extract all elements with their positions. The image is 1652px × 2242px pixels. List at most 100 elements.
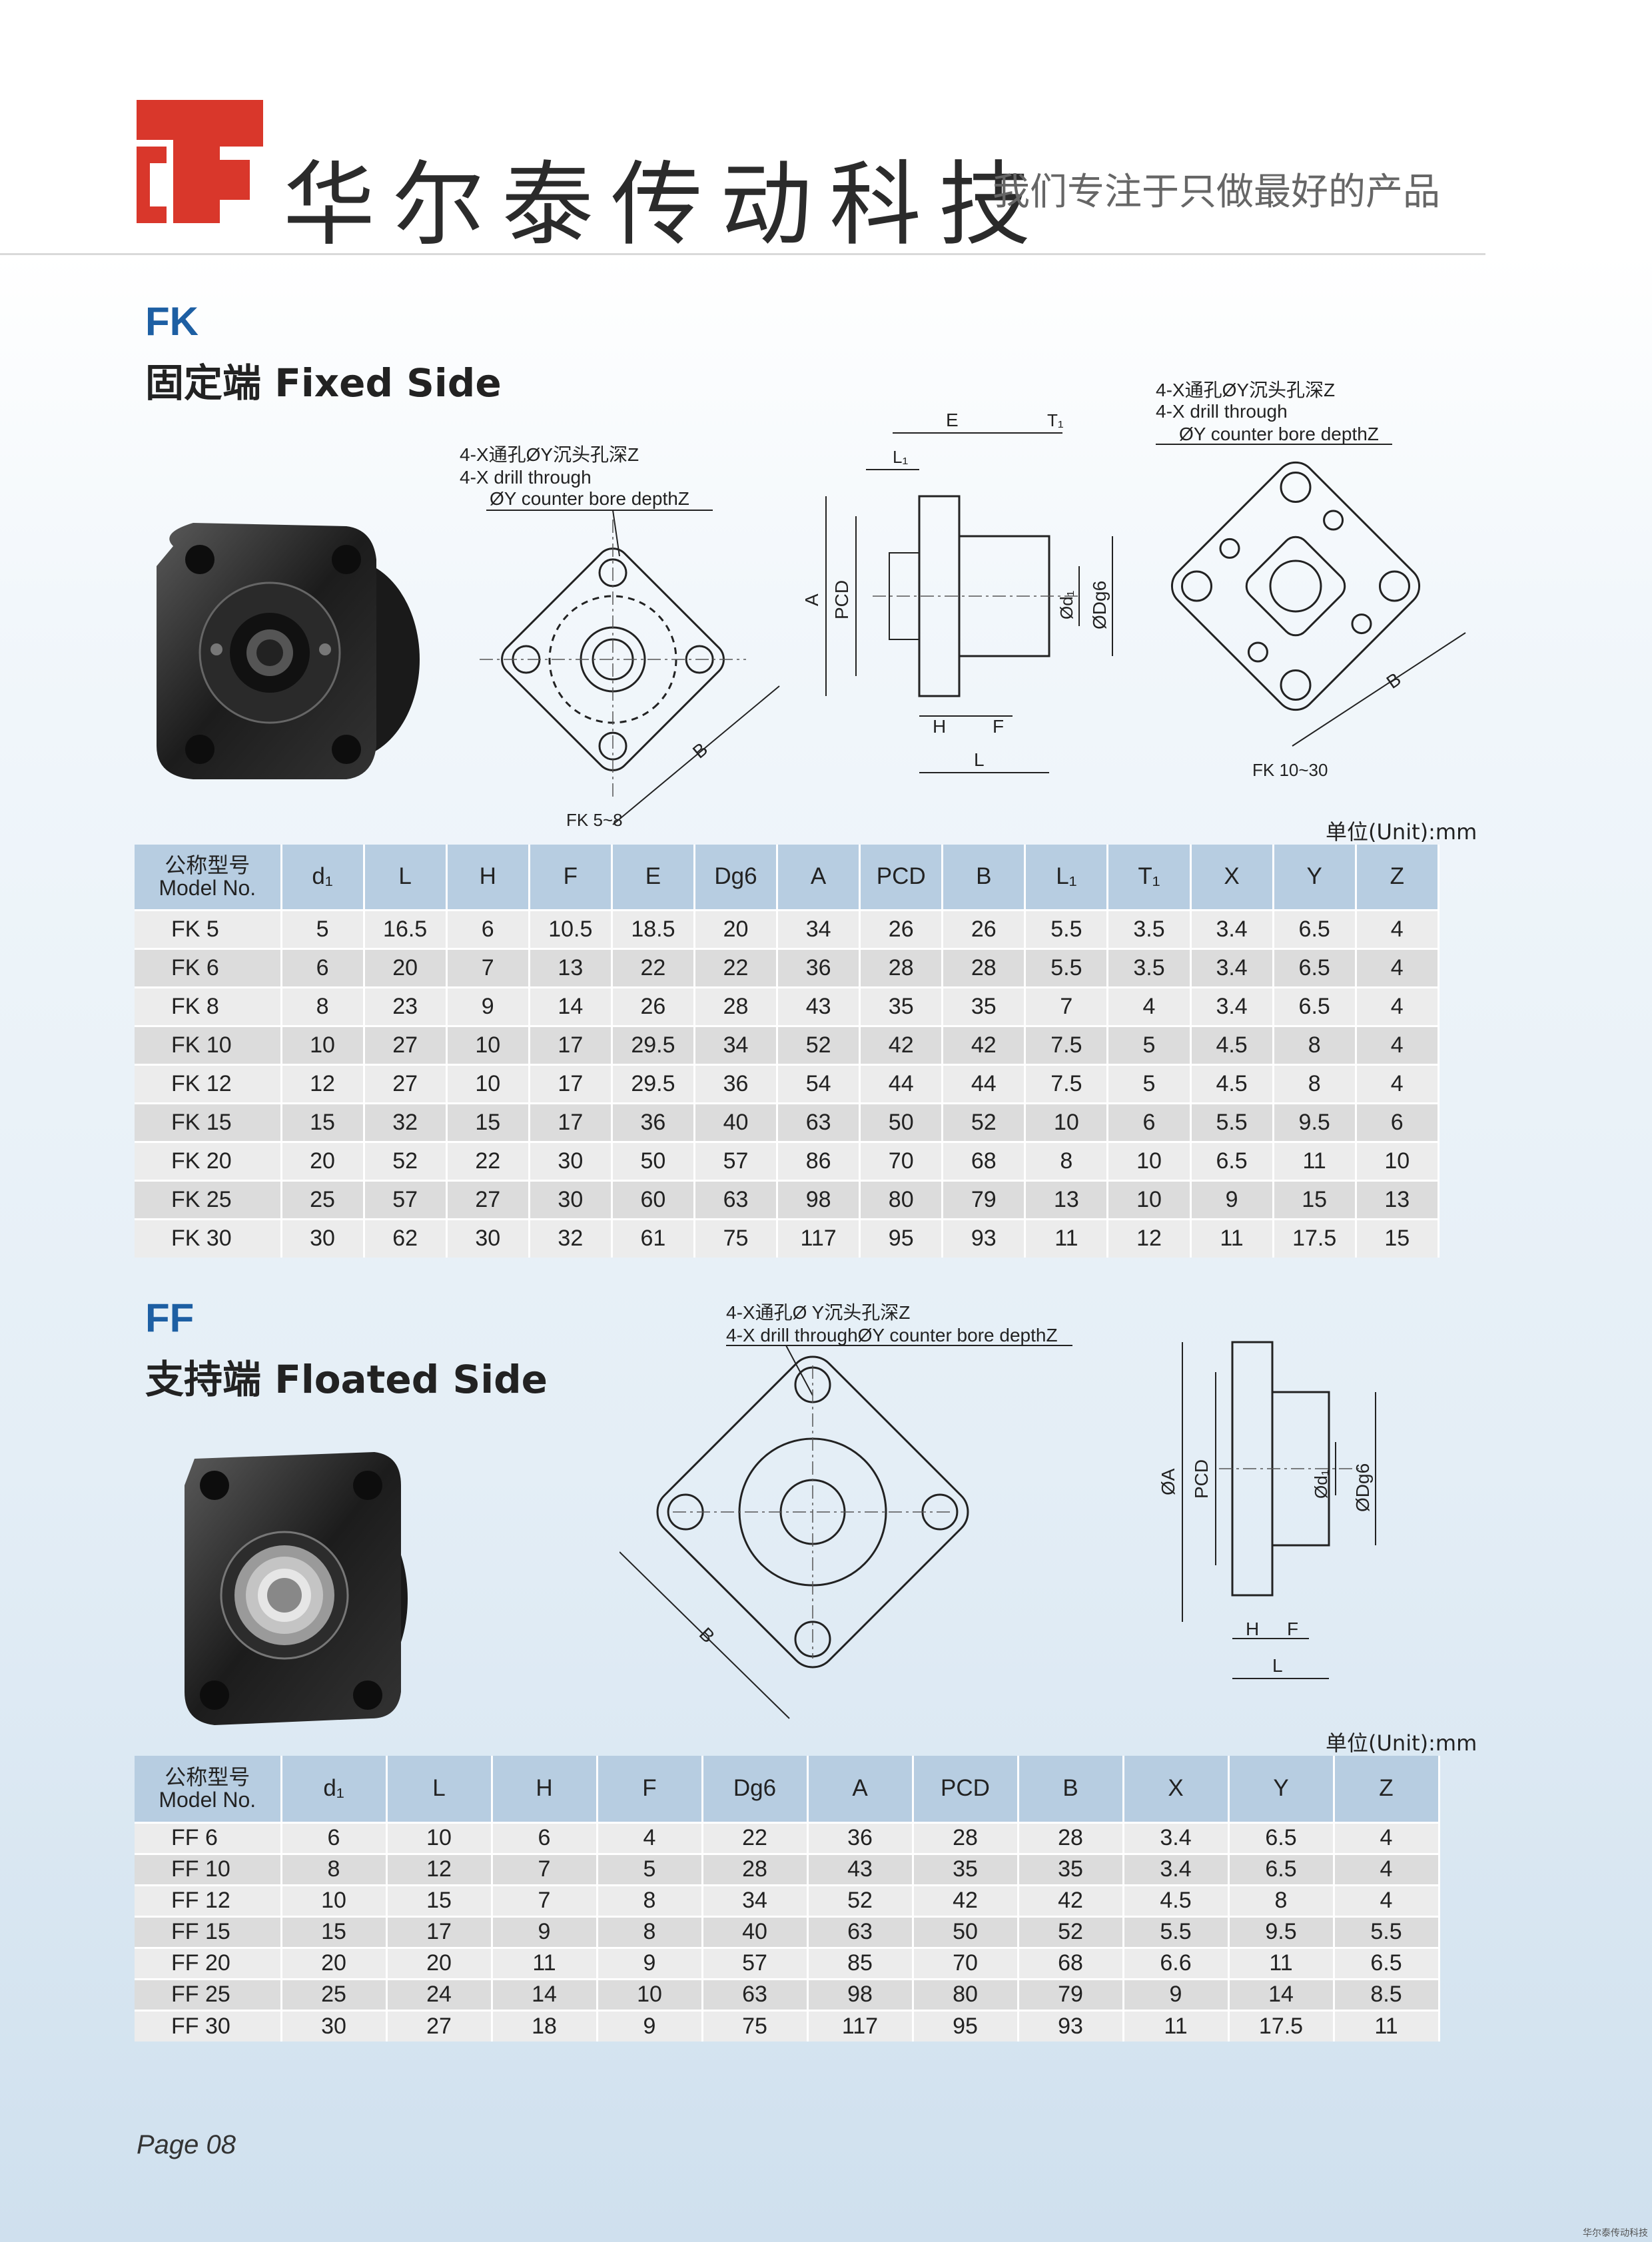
table-cell: 52 xyxy=(1018,1915,1124,1948)
table-cell: 44 xyxy=(859,1063,944,1103)
table-cell: 14 xyxy=(1228,1978,1335,2010)
model-cell: FF 30 xyxy=(135,2009,282,2042)
table-cell: 4 xyxy=(1356,1063,1440,1103)
table-cell: 12 xyxy=(1107,1218,1192,1258)
fk-dim-l: L xyxy=(974,749,985,770)
table-cell: 11 xyxy=(1228,1946,1335,1979)
table-cell: 3.4 xyxy=(1190,909,1274,948)
table-cell: 50 xyxy=(913,1915,1019,1948)
table-cell: 9 xyxy=(446,986,530,1026)
table-cell: 27 xyxy=(446,1179,530,1219)
model-cell: FK 25 xyxy=(135,1179,282,1219)
table-cell: 13 xyxy=(1025,1179,1109,1219)
table-cell: 3.5 xyxy=(1107,909,1192,948)
fk-dim-d1: Ød₁ xyxy=(1056,590,1076,619)
table-cell: 10 xyxy=(597,1978,703,2010)
table-cell: 63 xyxy=(807,1915,914,1948)
table-cell: 42 xyxy=(913,1884,1019,1916)
table-cell: 6 xyxy=(492,1821,598,1854)
table-cell: 57 xyxy=(364,1179,448,1219)
table-cell: 9 xyxy=(492,1915,598,1948)
table-cell: 5 xyxy=(281,909,365,948)
table-cell: 10 xyxy=(446,1063,530,1103)
table-cell: 6.5 xyxy=(1190,1140,1274,1180)
table-cell: 30 xyxy=(529,1179,613,1219)
fk-section-code: FK xyxy=(145,299,199,344)
table-cell: 30 xyxy=(281,2009,388,2042)
model-cell: FF 15 xyxy=(135,1915,282,1948)
table-cell: 68 xyxy=(942,1140,1027,1180)
header-divider xyxy=(0,253,1485,255)
ff-section-code: FF xyxy=(145,1296,195,1340)
table-cell: 28 xyxy=(859,947,944,987)
ff-dim-a: ØA xyxy=(1158,1468,1178,1495)
fk-dim-f: F xyxy=(993,716,1004,737)
table-cell: 30 xyxy=(446,1218,530,1258)
table-cell: 22 xyxy=(446,1140,530,1180)
ff-note-cn: 4-X通孔Ø Y沉头孔深Z xyxy=(726,1302,910,1323)
table-cell: 26 xyxy=(942,909,1027,948)
table-cell: 68 xyxy=(1018,1946,1124,1979)
ff-dim-b: B xyxy=(695,1623,719,1647)
table-cell: 3.4 xyxy=(1123,1821,1230,1854)
table-cell: 27 xyxy=(364,1024,448,1064)
table-cell: 5.5 xyxy=(1190,1102,1274,1142)
table-cell: 13 xyxy=(1356,1179,1440,1219)
table-cell: 4 xyxy=(1356,909,1440,948)
table-cell: 20 xyxy=(386,1946,493,1979)
table-cell: 6 xyxy=(1107,1102,1192,1142)
table-cell: 10 xyxy=(281,1884,388,1916)
table-cell: 12 xyxy=(281,1063,365,1103)
ff-unit-label: 单位(Unit):mm xyxy=(1326,1730,1477,1756)
table-cell: 17 xyxy=(529,1024,613,1064)
table-cell: 7 xyxy=(492,1884,598,1916)
table-cell: 28 xyxy=(702,1852,809,1885)
fk-col-header: Dg6 xyxy=(694,845,779,910)
table-cell: 79 xyxy=(1018,1978,1124,2010)
table-cell: 15 xyxy=(281,1102,365,1142)
table-cell: 10 xyxy=(446,1024,530,1064)
table-cell: 18.5 xyxy=(612,909,695,948)
corner-watermark: 华尔泰传动科技 xyxy=(1583,2228,1648,2239)
table-cell: 4 xyxy=(1334,1852,1440,1885)
table-cell: 22 xyxy=(702,1821,809,1854)
fk-dim-e: E xyxy=(946,410,959,430)
table-cell: 10 xyxy=(1107,1140,1192,1180)
ff-col-header: Dg6 xyxy=(702,1756,809,1822)
table-cell: 15 xyxy=(281,1915,388,1948)
ff-col-header: Y xyxy=(1228,1756,1335,1822)
table-cell: 60 xyxy=(612,1179,695,1219)
table-cell: 57 xyxy=(702,1946,809,1979)
table-cell: 28 xyxy=(942,947,1027,987)
table-cell: 43 xyxy=(807,1852,914,1885)
table-cell: 5 xyxy=(1107,1063,1192,1103)
table-cell: 34 xyxy=(777,909,861,948)
fk-dim-b-large: B xyxy=(1383,669,1405,693)
table-cell: 20 xyxy=(281,1946,388,1979)
table-cell: 4.5 xyxy=(1190,1063,1274,1103)
table-cell: 93 xyxy=(1018,2009,1124,2042)
table-cell: 7.5 xyxy=(1025,1024,1109,1064)
fk-section-title: 固定端 Fixed Side xyxy=(145,360,502,406)
table-cell: 36 xyxy=(612,1102,695,1142)
table-cell: 8 xyxy=(1025,1140,1109,1180)
table-cell: 15 xyxy=(446,1102,530,1142)
table-cell: 79 xyxy=(942,1179,1027,1219)
ff-col-header: L xyxy=(386,1756,493,1822)
table-cell: 63 xyxy=(777,1102,861,1142)
table-cell: 80 xyxy=(859,1179,944,1219)
table-cell: 36 xyxy=(777,947,861,987)
table-cell: 5 xyxy=(597,1852,703,1885)
model-cell: FF 25 xyxy=(135,1978,282,2010)
fk-note-en1-large: 4-X drill through xyxy=(1156,401,1288,422)
table-cell: 10 xyxy=(281,1024,365,1064)
table-cell: 28 xyxy=(1018,1821,1124,1854)
table-cell: 9 xyxy=(597,1946,703,1979)
